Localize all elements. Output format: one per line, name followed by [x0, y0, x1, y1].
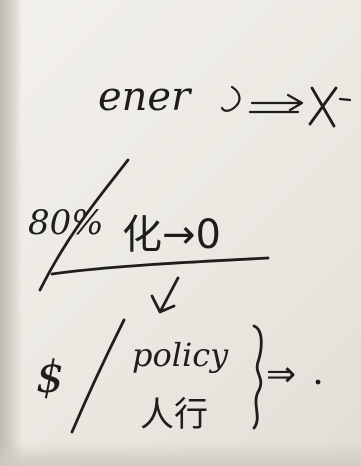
handwritten-dollar-sign: $	[36, 352, 64, 403]
arrow-down-left	[150, 276, 180, 314]
paper-bottom-shadow	[0, 442, 361, 466]
crossed-x-mark	[308, 86, 338, 128]
underline-stroke	[50, 256, 270, 276]
handwritten-word-ener: ener	[98, 74, 193, 120]
handwritten-chinese-hua-to-zero: 化→0	[122, 212, 221, 258]
slash-stroke-lower	[70, 318, 126, 434]
period-dot	[315, 379, 321, 385]
handwritten-word-policy: policy	[132, 336, 229, 374]
handwritten-double-arrow: ⇒	[266, 354, 296, 395]
dash-mark	[338, 97, 352, 102]
slash-stroke-upper	[38, 158, 130, 292]
handwritten-percent: 80%	[28, 203, 104, 243]
handwritten-chinese-renhang: 人行	[140, 395, 208, 435]
arrow-right-1	[250, 93, 304, 112]
squiggle-mark	[220, 85, 241, 112]
curly-brace-mark	[252, 324, 263, 430]
paper-edge-shadow	[0, 0, 22, 466]
